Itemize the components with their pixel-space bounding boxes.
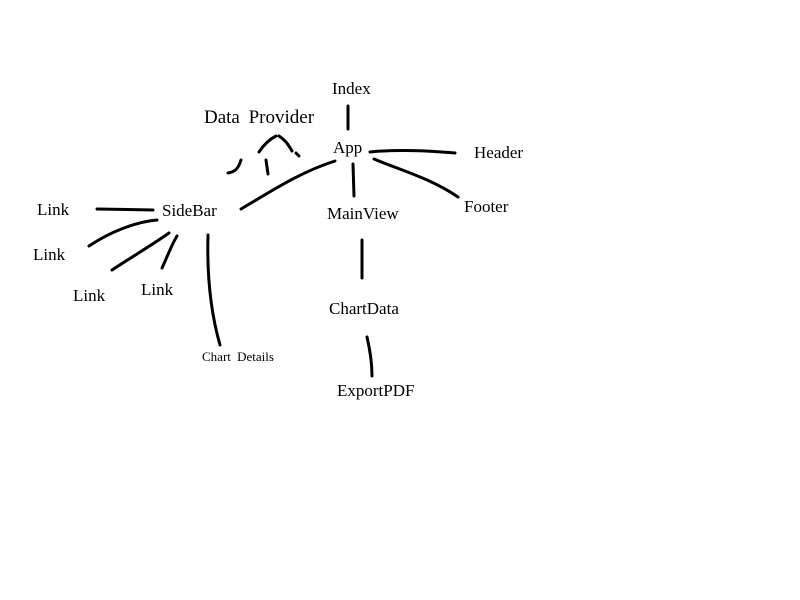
edge-sidebar-link4 <box>160 234 179 270</box>
dashed-edge-provider-arrow-right <box>277 134 294 153</box>
dashed-edge-provider-sidebar-a <box>226 158 243 175</box>
edge-sidebar-link3 <box>110 231 171 272</box>
edge-app-footer <box>372 157 460 199</box>
edge-sidebar-link2 <box>87 218 159 248</box>
edge-app-sidebar <box>239 159 337 211</box>
edge-sidebar-link1 <box>95 207 155 212</box>
dashed-edge-provider-arrow-left <box>257 134 278 154</box>
node-chart-details: Chart Details <box>202 349 274 364</box>
node-header: Header <box>474 143 524 162</box>
node-link-1: Link <box>37 200 70 219</box>
node-main-view: MainView <box>327 204 399 223</box>
node-link-4: Link <box>141 280 174 299</box>
edge-app-header <box>368 148 457 155</box>
node-chart-data: ChartData <box>329 299 399 318</box>
edge-sidebar-chartdetails <box>206 233 222 347</box>
node-index: Index <box>332 79 371 98</box>
node-export-pdf: ExportPDF <box>337 381 415 400</box>
edge-chartdata-exportpdf <box>365 335 374 378</box>
edge-app-mainview <box>351 162 356 198</box>
dashed-edge-provider-arrow-stem <box>264 158 270 176</box>
node-link-3: Link <box>73 286 106 305</box>
node-link-2: Link <box>33 245 66 264</box>
node-data-provider: Data Provider <box>204 107 315 128</box>
node-sidebar: SideBar <box>162 201 217 220</box>
node-footer: Footer <box>464 197 509 216</box>
dashed-edge-provider-app-dot <box>294 151 301 158</box>
node-app: App <box>333 138 363 157</box>
